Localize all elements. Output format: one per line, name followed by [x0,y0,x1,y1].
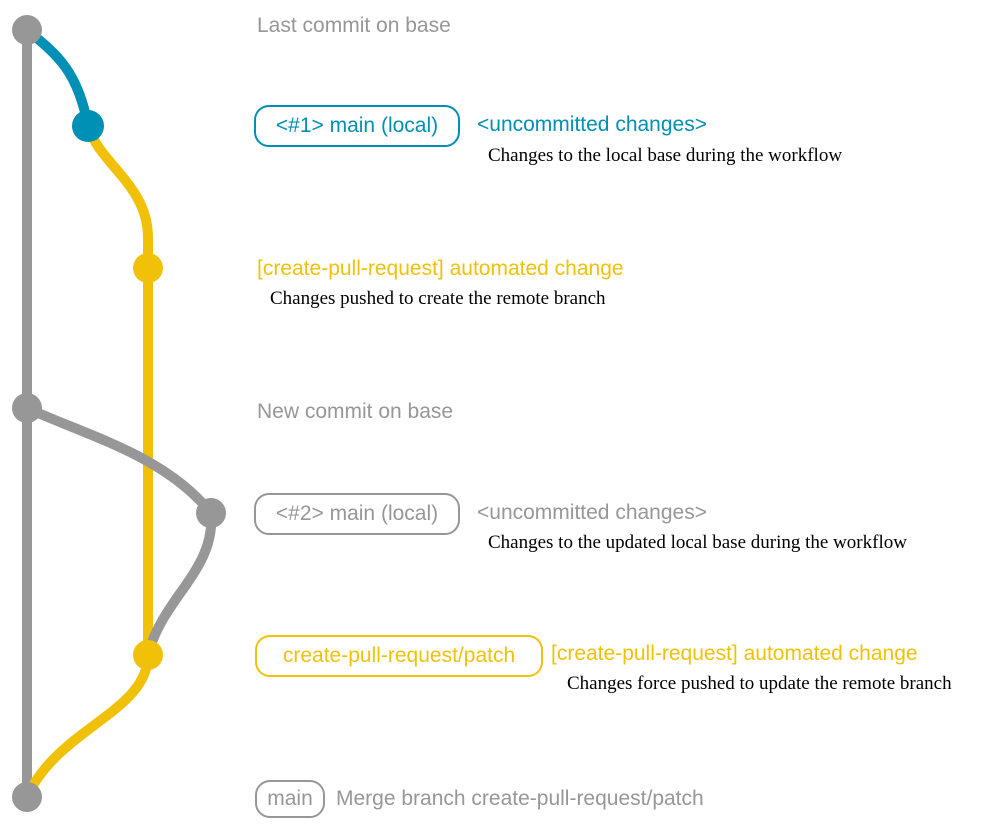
commit-message-uncommitted-2: <uncommitted changes> [477,501,707,524]
branch-label-main-text: main [267,787,313,810]
branch-label-main-local-2-text: <#2> main (local) [275,502,439,525]
commit-message-automated-2: [create-pull-request] automated change [551,642,918,665]
note-new-commit-on-base: New commit on base [257,400,454,423]
note-last-commit-on-base: Last commit on base [257,14,451,37]
commit-message-automated-1: [create-pull-request] automated change [257,257,624,280]
commit-dot-automated-2 [133,640,163,670]
branch-label-main-local-1-text: <#1> main (local) [275,114,439,137]
branch-label-patch: create-pull-request/patch [255,635,543,677]
branch-main-local-1-line [22,25,93,131]
branch-main-local-2-in-line [143,508,217,660]
branch-label-main-local-1: <#1> main (local) [254,105,460,147]
commit-dot-uncommitted-2 [196,498,226,528]
branch-label-main-local-2: <#2> main (local) [254,493,460,535]
commit-description-automated-1: Changes pushed to create the remote bran… [270,288,606,309]
commit-description-uncommitted-1: Changes to the local base during the wor… [488,145,843,166]
branch-patch-merge-line [22,650,153,802]
commit-dot-automated-1 [133,253,163,283]
commit-dot-last-base [12,15,42,45]
branch-label-patch-text: create-pull-request/patch [282,644,516,667]
branch-main-local-2-out-line [22,403,216,518]
branch-label-main: main [255,780,325,818]
branch-patch-line [83,121,153,660]
commit-dot-new-base [12,393,42,423]
commit-description-uncommitted-2: Changes to the updated local base during… [488,532,907,553]
commit-message-uncommitted-1: <uncommitted changes> [477,113,707,136]
commit-dot-merge [12,782,42,812]
commit-description-automated-2: Changes force pushed to update the remot… [567,673,952,694]
commit-message-merge: Merge branch create-pull-request/patch [336,787,704,810]
commit-dot-uncommitted-1 [72,110,104,142]
